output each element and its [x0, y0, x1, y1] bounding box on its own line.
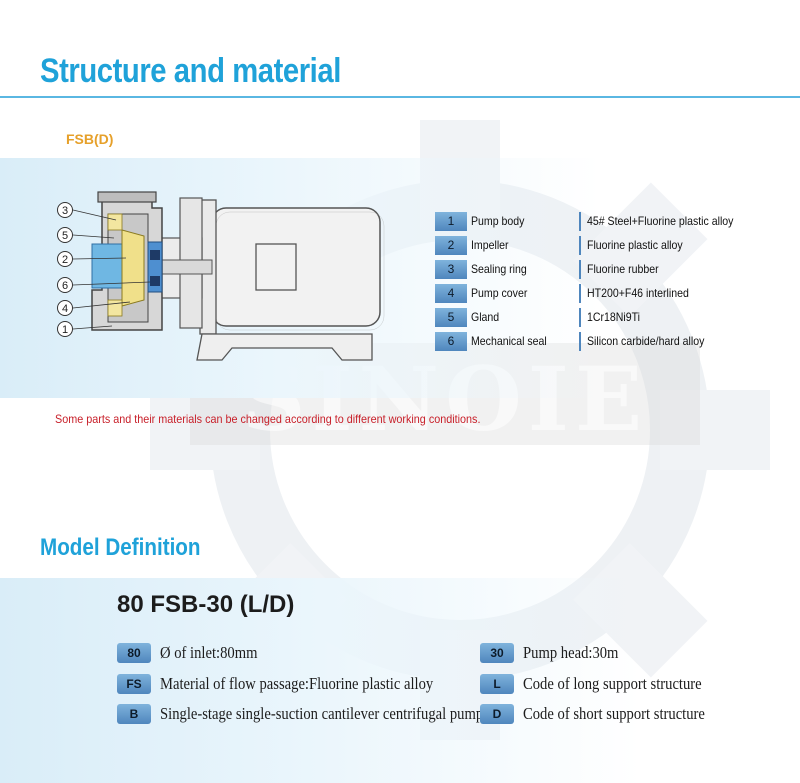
part-number: 2 [435, 236, 467, 255]
pump-cross-section-diagram: 3 5 2 6 4 1 [57, 191, 385, 361]
part-material-text: Fluorine plastic alloy [587, 238, 683, 252]
definition-text: Ø of inlet:80mm [160, 643, 258, 662]
part-row: 2 Impeller Fluorine plastic alloy [435, 234, 765, 258]
callout-label: 6 [62, 280, 68, 292]
part-material-text: Fluorine rubber [587, 262, 659, 276]
part-row: 6 Mechanical seal Silicon carbide/hard a… [435, 330, 765, 354]
definition-text: Code of long support structure [523, 674, 702, 693]
definition-text: Material of flow passage:Fluorine plasti… [160, 674, 434, 693]
part-row: 4 Pump cover HT200+F46 interlined [435, 282, 765, 306]
parts-material-table: 1 Pump body 45# Steel+Fluorine plastic a… [435, 210, 765, 354]
part-row: 3 Sealing ring Fluorine rubber [435, 258, 765, 282]
part-material-text: 1Cr18Ni9Ti [587, 310, 641, 324]
section-title-model-definition: Model Definition [40, 534, 201, 561]
callout-4: 4 [57, 300, 131, 316]
part-material: Silicon carbide/hard alloy [579, 332, 720, 351]
definition-text: Code of short support structure [523, 704, 705, 723]
definition-item: FS Material of flow passage:Fluorine pla… [117, 674, 487, 696]
callout-1: 1 [57, 321, 113, 337]
part-number: 5 [435, 308, 467, 327]
part-material-text: HT200+F46 interlined [587, 286, 689, 300]
callout-label: 1 [62, 324, 68, 336]
part-number: 6 [435, 332, 467, 351]
definition-item: 30 Pump head:30m [480, 643, 780, 665]
callout-2: 2 [57, 251, 127, 267]
part-material-text: 45# Steel+Fluorine plastic alloy [587, 214, 734, 228]
part-name: Impeller [471, 238, 509, 252]
definition-item: L Code of long support structure [480, 674, 780, 696]
part-material: Fluorine rubber [579, 260, 668, 279]
part-name: Sealing ring [471, 262, 527, 276]
part-material: 1Cr18Ni9Ti [579, 308, 647, 327]
definition-code: FS [117, 674, 151, 694]
part-number: 1 [435, 212, 467, 231]
part-material: Fluorine plastic alloy [579, 236, 696, 255]
part-name: Pump body [471, 214, 525, 228]
definition-text: Single-stage single-suction cantilever c… [160, 704, 484, 723]
part-number: 4 [435, 284, 467, 303]
part-name: Mechanical seal [471, 334, 547, 348]
callout-5: 5 [57, 227, 115, 243]
definition-code: L [480, 674, 514, 694]
part-row: 5 Gland 1Cr18Ni9Ti [435, 306, 765, 330]
callout-3: 3 [57, 202, 117, 221]
part-material: 45# Steel+Fluorine plastic alloy [579, 212, 753, 231]
model-code-label: FSB(D) [66, 131, 114, 147]
definition-code: 30 [480, 643, 514, 663]
callout-6: 6 [57, 277, 151, 293]
callout-label: 3 [62, 205, 68, 217]
part-material-text: Silicon carbide/hard alloy [587, 334, 705, 348]
definition-code: 80 [117, 643, 151, 663]
model-number: 80 FSB-30 (L/D) [117, 591, 295, 618]
definition-code: D [480, 704, 514, 724]
part-material: HT200+F46 interlined [579, 284, 703, 303]
definition-item: B Single-stage single-suction cantilever… [117, 704, 487, 726]
definition-item: D Code of short support structure [480, 704, 780, 726]
definition-text: Pump head:30m [523, 643, 619, 662]
section-title-structure: Structure and material [40, 52, 341, 90]
part-number: 3 [435, 260, 467, 279]
part-name: Gland [471, 310, 500, 324]
callout-label: 2 [62, 254, 68, 266]
materials-note: Some parts and their materials can be ch… [55, 412, 481, 426]
part-name: Pump cover [471, 286, 528, 300]
title-divider [0, 96, 800, 98]
part-row: 1 Pump body 45# Steel+Fluorine plastic a… [435, 210, 765, 234]
callout-label: 4 [62, 303, 68, 315]
definition-item: 80 Ø of inlet:80mm [117, 643, 487, 665]
definition-code: B [117, 704, 151, 724]
callout-label: 5 [62, 230, 68, 242]
